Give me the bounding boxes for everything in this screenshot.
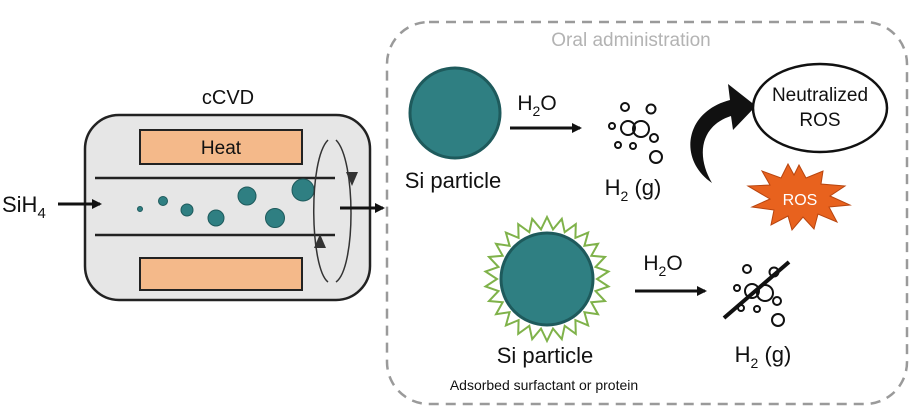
si-particle-top [408,66,502,160]
bottom-row: Si particle Adsorbed surfactant or prote… [450,214,792,393]
strike-through-line [722,260,791,320]
top-row: Si particle H2O H2 (g) Neutralized [405,62,889,232]
dashed-border [385,20,909,406]
neutralized-ros-ellipse [751,62,889,154]
bubble [629,142,637,150]
si-particle-top-label: Si particle [405,168,502,193]
bubble [771,313,785,327]
bubble [744,283,760,299]
particle-seed-3 [180,203,194,217]
oral-administration-panel: Oral administration Si particle H2O H2 (… [385,20,909,406]
bubble [733,284,741,292]
water-label-bottom: H2O [643,252,682,279]
hydrogen-bubbles-top [608,102,663,164]
panel-title: Oral administration [551,30,710,51]
heater-top [139,129,303,165]
particle-seed-1 [137,206,143,212]
bubble [645,103,657,115]
silane-label: SiH4 [2,192,46,222]
circulation-arrow-up [314,234,326,248]
heater-label: Heat [201,138,242,159]
reactor-group: cCVD Heat SiH4 [2,87,385,302]
bubble [620,120,636,136]
reactor-title: cCVD [202,87,254,109]
growing-particles [137,178,315,228]
bubble [649,150,663,164]
bubble [742,264,752,274]
bubble [649,133,659,143]
particle-seed-2 [158,196,168,206]
neutralized-ros-line1: Neutralized [772,85,868,106]
bubble [620,102,630,112]
hydrogen-label-top: H2 (g) [605,175,662,204]
particle-seed-6 [265,208,285,228]
particle-seed-4 [207,209,225,227]
bubble [632,120,650,138]
heater-bottom [139,257,303,291]
particle-seed-5 [237,186,257,206]
ros-label: ROS [783,192,818,209]
bubble [772,296,782,306]
bubble [608,122,616,130]
neutralized-ros-line2: ROS [799,110,840,131]
hydrogen-label-bottom: H2 (g) [735,342,792,371]
bubble [614,141,622,149]
surfactant-label: Adsorbed surfactant or protein [450,377,638,393]
circulation-arrow-down [346,172,358,186]
si-particle-bottom-label: Si particle [497,343,594,368]
si-particle-bottom [499,231,595,327]
title-backdrop [520,27,742,51]
circulation-loop [313,139,352,283]
ros-burst [746,162,852,232]
particle-seed-7 [291,178,315,202]
curved-arrow [690,84,756,183]
bubble [753,305,761,313]
water-label-top: H2O [517,92,556,119]
